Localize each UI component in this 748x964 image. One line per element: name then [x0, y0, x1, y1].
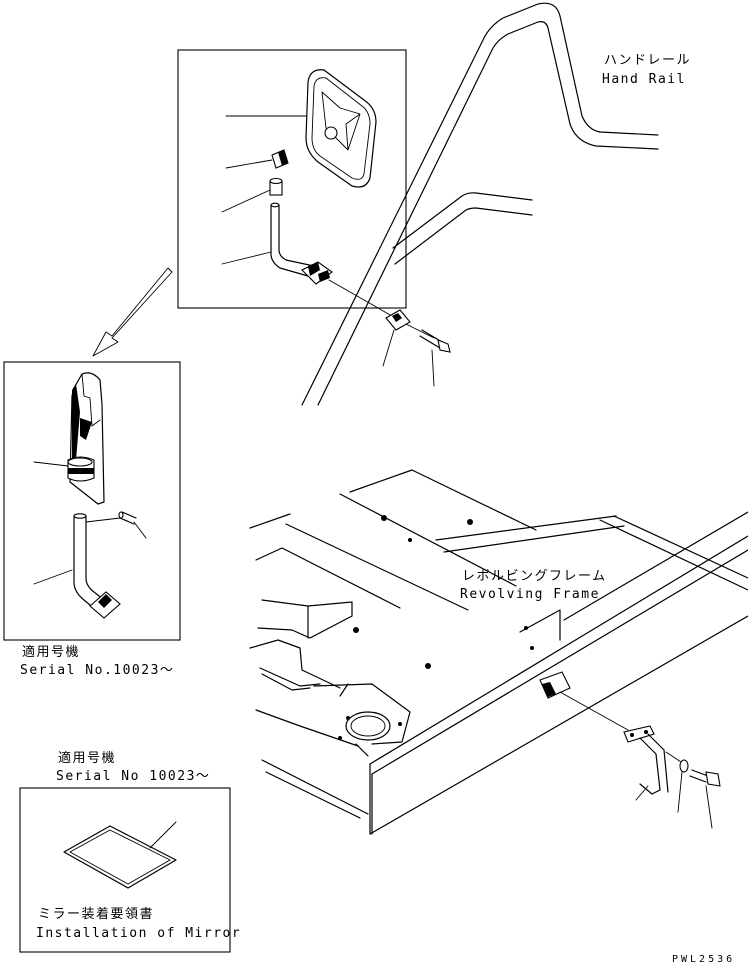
frame-bolt: [689, 769, 721, 787]
clamp-part: [271, 149, 289, 169]
top-leader-lines: [221, 115, 435, 339]
manual-label-en: Installation of Mirror: [36, 926, 241, 941]
serial-label-en-1: Serial No.10023～: [20, 663, 174, 678]
revolving-frame: [249, 469, 748, 835]
mirror-stay: [270, 202, 333, 285]
mirror-detail-box: [177, 49, 407, 309]
collar-part: [269, 177, 283, 196]
revolving-frame-label-en: Revolving Frame: [460, 587, 600, 602]
drawing-code: PWL2536: [672, 954, 735, 964]
serial-label-en-2: Serial No 10023～: [56, 769, 210, 784]
manual-label-jp: ミラー装着要領書: [38, 906, 154, 922]
mirror-head: [305, 69, 377, 188]
frame-round-hole: [345, 711, 391, 741]
revolving-frame-label-jp: レボルビングフレーム: [462, 569, 607, 584]
manual-sheet: [63, 825, 177, 889]
frame-mounting-block: [539, 671, 571, 699]
hand-rail-label-en: Hand Rail: [602, 72, 686, 87]
mirror-ball-joint: [324, 126, 338, 140]
pin-part: [118, 511, 137, 525]
stay-side-view: [73, 513, 121, 619]
left-detail-box: [3, 361, 181, 641]
mounting-bolt: [419, 329, 451, 353]
mirror-side-view: [67, 372, 105, 505]
hand-rail: [301, 2, 659, 406]
manual-box: [19, 787, 231, 953]
serial-label-jp-1: 適用号機: [22, 644, 80, 660]
bracket-plate: [385, 309, 411, 331]
hand-rail-label-jp: ハンドレール: [604, 53, 691, 68]
step-bracket: [623, 725, 669, 795]
serial-label-jp-2: 適用号機: [58, 750, 116, 766]
detail-arrow: [92, 267, 173, 357]
washer-part: [679, 759, 689, 773]
